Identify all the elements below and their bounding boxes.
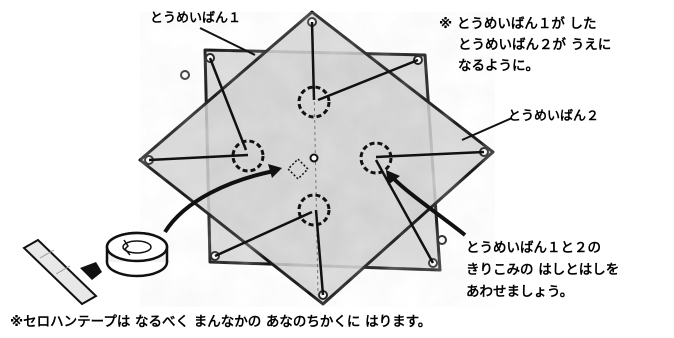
footer-note: ※セロハンテープは なるべく まんなかの あなのちかくに はります。 (10, 314, 431, 330)
align-instruction-line-1: とうめいばん１と２の (466, 240, 601, 256)
center-hole (311, 155, 318, 162)
align-instruction-line-3: あわせましょう。 (466, 284, 573, 300)
align-instruction-line-2: きりこみの はしとはしを (466, 262, 619, 278)
sheet1-label: とうめいばん１ (150, 11, 241, 26)
tape-roll-icon (107, 233, 167, 276)
tape-arrow-small (80, 262, 102, 280)
note-top-line-3: なるように。 (458, 58, 539, 74)
note-top-line-2: とうめいばん２が うえに (458, 36, 611, 53)
note-top-line-1: ※ とうめいばん１が した (439, 15, 597, 32)
sheet2-label: とうめいばん２ (508, 109, 599, 124)
